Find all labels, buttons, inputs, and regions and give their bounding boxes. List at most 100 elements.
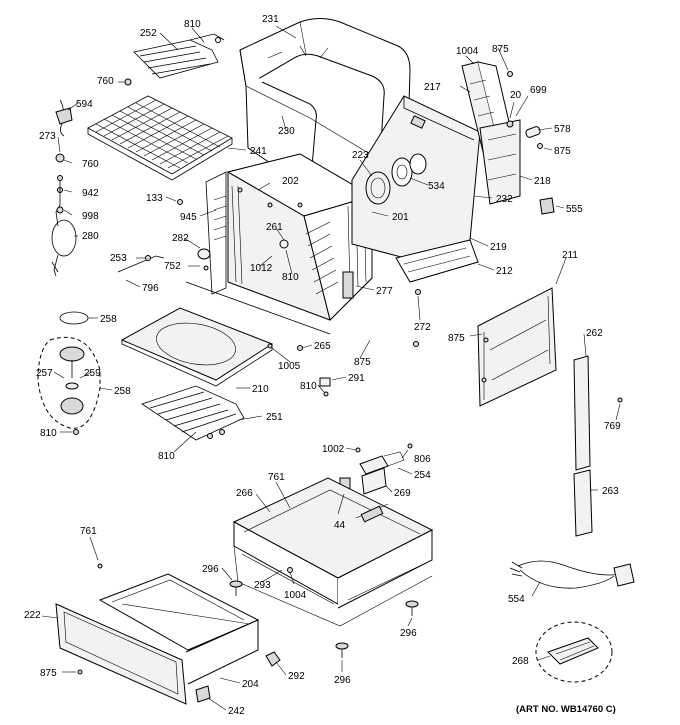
callout-875: 875 (354, 357, 371, 368)
callout-210: 210 (252, 384, 269, 395)
callout-554: 554 (508, 594, 525, 605)
callout-875: 875 (448, 333, 465, 344)
glide-icon (265, 651, 281, 667)
fuse-icon (525, 126, 541, 138)
callout-291: 291 (348, 373, 365, 384)
glide-icon (195, 685, 211, 703)
callout-211: 211 (562, 250, 578, 261)
callout-258: 258 (100, 314, 117, 325)
leader-lines (41, 25, 621, 711)
callout-217: 217 (424, 82, 441, 93)
callout-242: 242 (228, 706, 245, 717)
callout-257: 257 (36, 368, 53, 379)
screw-icon (323, 391, 329, 397)
callout-761: 761 (268, 472, 285, 483)
callout-232: 232 (496, 194, 513, 205)
control-bracket-icon (461, 61, 521, 205)
art-number: (ART NO. WB14760 C) (516, 704, 616, 715)
callout-labels: 231 810 252 760 594 273 760 942 998 280 … (24, 14, 621, 717)
switch-icon (506, 120, 514, 128)
callout-204: 204 (242, 679, 259, 690)
screw-icon (267, 343, 273, 349)
oven-bottom-icon (120, 307, 274, 387)
callout-20: 20 (510, 90, 522, 101)
callout-760: 760 (97, 76, 114, 87)
callout-594: 594 (76, 99, 93, 110)
side-trim-icon (573, 355, 591, 471)
door-hinge-icon (547, 637, 599, 665)
callout-251: 251 (266, 412, 283, 423)
back-panel-icon (351, 95, 481, 283)
callout-810: 810 (282, 272, 299, 283)
callout-810: 810 (158, 451, 175, 462)
leveling-leg-icon (229, 567, 419, 658)
screw-icon (77, 669, 83, 675)
callout-761: 761 (80, 526, 97, 537)
callout-259: 259 (84, 368, 101, 379)
screw-icon (407, 443, 413, 449)
rear-cover-icon (477, 287, 557, 407)
callout-875: 875 (492, 44, 509, 55)
hinge-detail-outline (535, 621, 613, 683)
callout-293: 293 (254, 580, 271, 591)
gasket-icon (59, 311, 89, 325)
callout-1005: 1005 (278, 361, 301, 372)
callout-1004: 1004 (456, 46, 479, 57)
power-cord-icon (509, 560, 635, 589)
callout-810: 810 (184, 19, 201, 30)
callout-945: 945 (180, 212, 197, 223)
callout-296: 296 (202, 564, 219, 575)
callout-265: 265 (314, 341, 331, 352)
callout-578: 578 (554, 124, 571, 135)
screw-icon (507, 71, 513, 77)
callout-752: 752 (164, 261, 181, 272)
callout-263: 263 (602, 486, 619, 497)
callout-262: 262 (586, 328, 603, 339)
drawer-chassis-icon (232, 477, 434, 627)
callout-252: 252 (140, 28, 157, 39)
callout-292: 292 (288, 671, 305, 682)
callout-268: 268 (512, 656, 529, 667)
callout-273: 273 (39, 131, 56, 142)
callout-219: 219 (490, 242, 507, 253)
screw-icon (355, 447, 361, 453)
callout-296: 296 (400, 628, 417, 639)
callout-806: 806 (414, 454, 431, 465)
callout-266: 266 (236, 488, 253, 499)
callout-277: 277 (376, 286, 393, 297)
fan-icon (365, 153, 427, 205)
igniter-assembly-outline (37, 336, 101, 429)
callout-810: 810 (300, 381, 317, 392)
screw-icon (73, 429, 79, 435)
callout-230: 230 (278, 126, 295, 137)
callout-44: 44 (334, 520, 346, 531)
callout-998: 998 (82, 211, 99, 222)
bracket-icon (342, 271, 354, 299)
drawer-icon (55, 573, 260, 705)
callout-254: 254 (414, 470, 431, 481)
terminal-block-icon (539, 197, 555, 215)
igniter-assembly-icon (59, 346, 85, 415)
bake-element-icon (133, 33, 225, 79)
rack-support-icon (185, 281, 331, 335)
callout-223: 223 (352, 150, 369, 161)
broil-element-terminal-icon (117, 255, 165, 273)
callout-534: 534 (428, 181, 445, 192)
callout-1012: 1012 (250, 263, 273, 274)
callout-699: 699 (530, 85, 547, 96)
callout-231: 231 (262, 14, 279, 25)
clip-icon (319, 377, 331, 387)
callout-272: 272 (414, 322, 431, 333)
callout-875: 875 (40, 668, 57, 679)
callout-212: 212 (496, 266, 513, 277)
callout-241: 241 (250, 146, 267, 157)
lamp-socket-icon (279, 239, 289, 249)
callout-1002: 1002 (322, 444, 345, 455)
callout-1004: 1004 (284, 590, 307, 601)
lamp-icon (197, 248, 211, 260)
screw-icon (413, 341, 419, 347)
callout-218: 218 (534, 176, 551, 187)
callout-296: 296 (334, 675, 351, 686)
callout-942: 942 (82, 188, 99, 199)
